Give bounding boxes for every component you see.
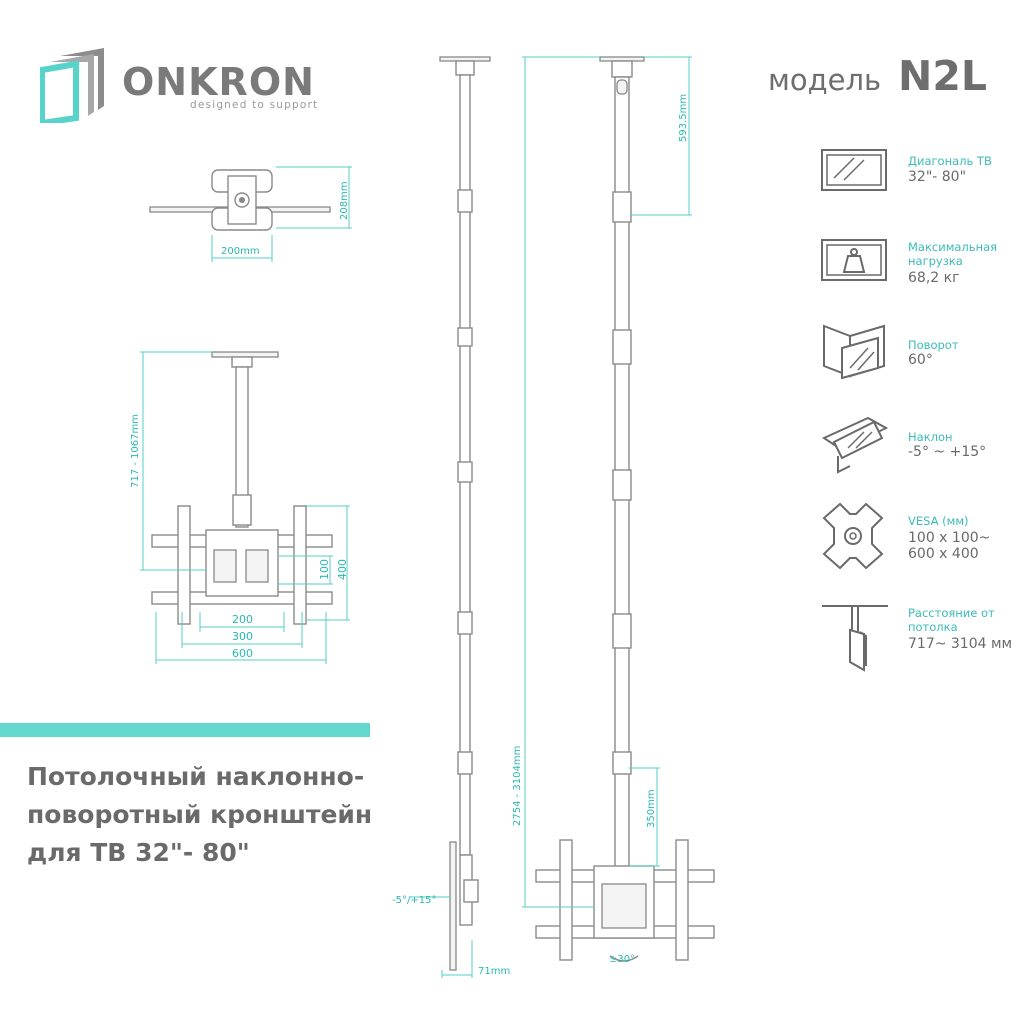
dim-vesa-100: 100 — [318, 559, 331, 580]
side-view-drawing — [410, 56, 491, 978]
feature-value: 32"- 80" — [908, 169, 967, 185]
feature-item-vesa: VESA (мм) 100 x 100~ 600 x 400 — [820, 502, 1015, 572]
feature-value: 68,2 кг — [908, 270, 960, 286]
feature-value: 717~ 3104 мм — [908, 636, 1013, 652]
dim-top-height: 208mm — [339, 181, 350, 220]
front-view-drawing — [140, 351, 350, 664]
feature-value: -5° ~ +15° — [908, 444, 987, 460]
dim-vesa-200: 200 — [232, 613, 253, 626]
vesa-icon — [822, 502, 884, 570]
feature-title: Поворот — [908, 338, 959, 352]
feature-title: Расстояние от потолка — [908, 606, 995, 634]
feature-title: Диагональ ТВ — [908, 154, 992, 168]
feature-item-tilt: Наклон -5° ~ +15° — [820, 414, 1015, 476]
logo-mark-icon — [39, 48, 104, 127]
feature-title: VESA (мм) — [908, 514, 969, 528]
feature-item-swivel: Поворот 60° — [820, 322, 1015, 384]
dim-front-height: 717 - 1067mm — [130, 414, 141, 488]
feature-value: 60° — [908, 352, 933, 368]
brand-logo — [39, 48, 112, 127]
dim-upper-segment: 593.5mm — [678, 94, 689, 142]
feature-value: 100 x 100~ 600 x 400 — [908, 530, 991, 562]
brand-name: ONKRON — [122, 60, 315, 104]
product-title: Потолочный наклонно-поворотный кронштейн… — [27, 762, 373, 867]
feature-item-ceiling-distance: Расстояние от потолка 717~ 3104 мм — [820, 600, 1015, 675]
max-load-icon — [821, 239, 887, 281]
rear-view-drawing — [522, 56, 715, 962]
tilt-icon — [821, 416, 889, 474]
dim-vesa-600: 600 — [232, 647, 253, 660]
model-label: модель — [768, 63, 882, 97]
feature-item-load: Максимальная нагрузка 68,2 кг — [820, 238, 1015, 298]
swivel-icon — [823, 324, 885, 380]
dim-vesa-400: 400 — [336, 559, 349, 580]
brand-tagline: designed to support — [190, 99, 319, 111]
dim-side-depth: 71mm — [478, 966, 510, 977]
accent-bar — [0, 723, 370, 737]
tv-diagonal-icon — [821, 149, 887, 191]
feature-title: Максимальная нагрузка — [908, 240, 998, 268]
dim-total-height: 2754 - 3104mm — [512, 746, 523, 826]
dim-top-width: 200mm — [221, 246, 260, 257]
model-code: N2L — [898, 52, 987, 100]
top-view-drawing — [149, 166, 352, 262]
feature-title: Наклон — [908, 430, 953, 444]
ceiling-distance-icon — [822, 605, 888, 672]
dim-vesa-300: 300 — [232, 630, 253, 643]
feature-item-diagonal: Диагональ ТВ 32"- 80" — [820, 148, 1015, 208]
dim-lower-segment: 350mm — [646, 789, 657, 828]
dim-tilt-range: -5°/+15° — [392, 895, 436, 906]
dim-swivel-range: ±30° — [609, 954, 635, 965]
